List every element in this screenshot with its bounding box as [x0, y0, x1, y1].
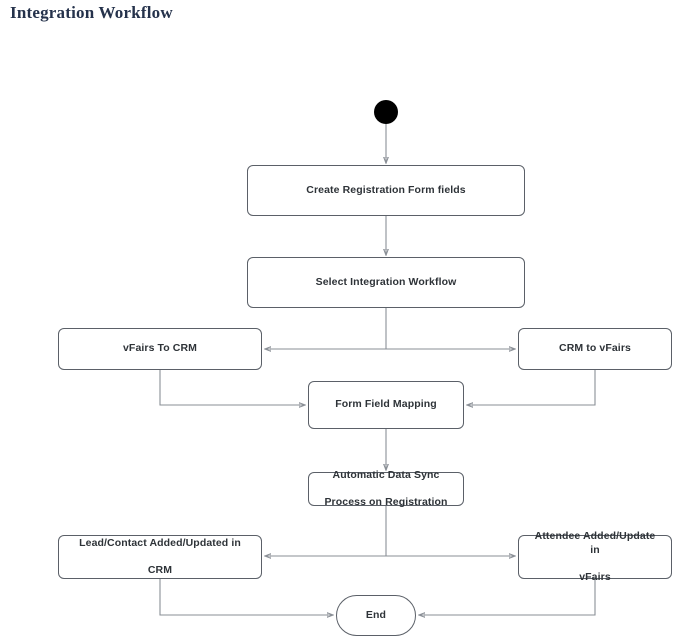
edge-attendee-to-end — [419, 579, 596, 615]
edge-crm-to-vfairs-to-form-field-mapping — [467, 370, 596, 405]
node-label: Create Registration Form fields — [306, 183, 466, 196]
node-label: Attendee Added/Update in vFairs — [519, 530, 671, 584]
node-form-field-mapping[interactable]: Form Field Mapping — [308, 381, 464, 429]
node-lead-contact-added-updated-in-crm[interactable]: Lead/Contact Added/Updated in CRM — [58, 535, 262, 579]
node-label: Select Integration Workflow — [315, 275, 457, 288]
node-end[interactable]: End — [336, 595, 416, 636]
edge-vfairs-to-crm-to-form-field-mapping — [159, 370, 305, 405]
node-automatic-data-sync[interactable]: Automatic Data Sync Process on Registrat… — [308, 469, 464, 508]
node-attendee-added-update-in-vfairs[interactable]: Attendee Added/Update in vFairs — [518, 530, 672, 583]
node-label-line-2: vFairs — [579, 570, 611, 583]
node-label-line-1: Automatic Data Sync — [332, 468, 440, 481]
node-label: Lead/Contact Added/Updated in CRM — [67, 537, 253, 578]
node-create-registration-form-fields[interactable]: Create Registration Form fields — [247, 165, 525, 216]
node-label: Form Field Mapping — [335, 398, 437, 411]
edge-lead-contact-to-end — [159, 579, 333, 615]
node-label-line-1: Lead/Contact Added/Updated in — [79, 536, 241, 549]
node-label: Automatic Data Sync Process on Registrat… — [312, 469, 459, 510]
node-label-line-1: Attendee Added/Update in — [534, 530, 656, 556]
node-label: CRM to vFairs — [559, 342, 631, 355]
start-node — [374, 100, 398, 124]
node-select-integration-workflow[interactable]: Select Integration Workflow — [247, 257, 525, 308]
node-crm-to-vfairs[interactable]: CRM to vFairs — [518, 328, 672, 370]
node-label: End — [365, 608, 387, 621]
node-label: vFairs To CRM — [122, 342, 198, 355]
node-label-line-2: CRM — [147, 563, 173, 576]
node-label-line-2: Process on Registration — [324, 495, 448, 508]
page-title: Integration Workflow — [10, 3, 173, 22]
node-vfairs-to-crm[interactable]: vFairs To CRM — [58, 328, 262, 370]
